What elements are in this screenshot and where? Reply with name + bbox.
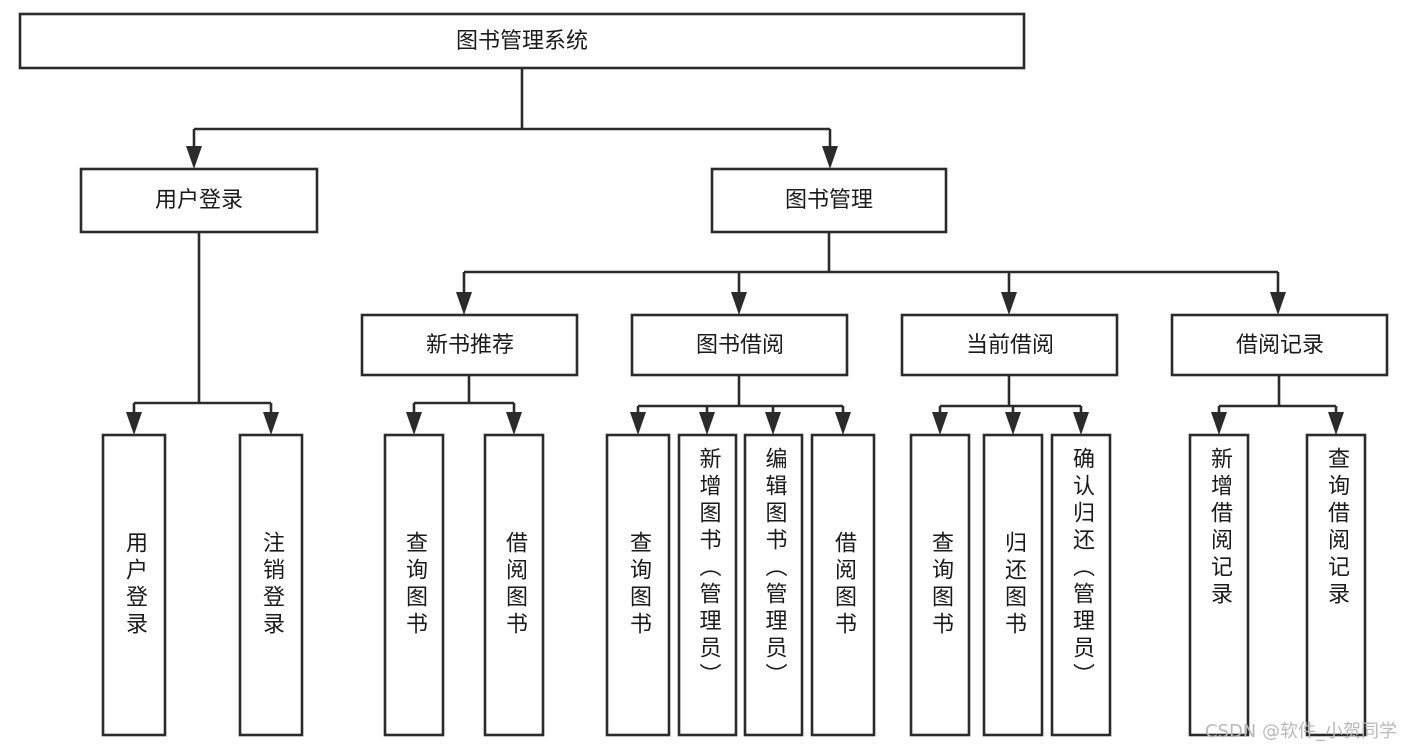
node-label-user-login: 用户登录 — [155, 188, 243, 213]
arrowhead-icon — [822, 146, 838, 169]
arrowhead-icon — [456, 292, 472, 315]
arrowhead-icon — [1328, 412, 1344, 435]
leaf-node[interactable] — [677, 433, 738, 737]
leaf-node[interactable] — [743, 433, 804, 737]
watermark-text: CSDN @软件_小贺同学 — [1204, 721, 1397, 742]
leaf-node[interactable] — [909, 433, 971, 737]
arrowhead-icon — [263, 412, 279, 435]
arrowhead-icon — [406, 412, 422, 435]
node-label-current-borrow: 当前借阅 — [966, 333, 1054, 358]
node-book-borrow[interactable]: 图书借阅 — [630, 313, 849, 377]
node-book-management[interactable]: 图书管理 — [710, 167, 948, 234]
node-label-book-borrow: 图书借阅 — [696, 333, 784, 358]
node-user-login[interactable]: 用户登录 — [79, 167, 319, 234]
node-label-root: 图书管理系统 — [456, 29, 588, 54]
arrowhead-icon — [630, 412, 646, 435]
arrowhead-icon — [1001, 292, 1017, 315]
leaf-rect-layer — [101, 433, 1367, 737]
arrowhead-icon — [765, 412, 781, 435]
node-current-borrow[interactable]: 当前借阅 — [900, 313, 1119, 377]
leaf-node[interactable] — [605, 433, 671, 737]
leaf-node[interactable] — [101, 433, 167, 737]
node-label-new-book-recommend: 新书推荐 — [426, 333, 514, 358]
leaf-node[interactable] — [1305, 433, 1367, 737]
arrowhead-icon — [731, 292, 747, 315]
leaf-node[interactable] — [483, 433, 545, 737]
leaf-node[interactable] — [1050, 433, 1112, 737]
node-new-book-recommend[interactable]: 新书推荐 — [360, 313, 579, 377]
arrowhead-layer — [126, 146, 1344, 435]
arrowhead-icon — [835, 412, 851, 435]
leaf-node[interactable] — [383, 433, 445, 737]
leaf-node[interactable] — [238, 433, 304, 737]
leaf-node[interactable] — [810, 433, 876, 737]
arrowhead-icon — [1211, 412, 1227, 435]
arrowhead-icon — [126, 412, 142, 435]
arrowhead-icon — [932, 412, 948, 435]
leaf-node[interactable] — [1188, 433, 1250, 737]
node-label-borrow-record: 借阅记录 — [1236, 333, 1324, 358]
arrowhead-icon — [1073, 412, 1089, 435]
node-borrow-record[interactable]: 借阅记录 — [1170, 313, 1389, 377]
leaf-node[interactable] — [982, 433, 1044, 737]
arrowhead-icon — [186, 146, 202, 169]
node-label-book-management: 图书管理 — [785, 188, 873, 213]
arrowhead-icon — [1005, 412, 1021, 435]
arrowhead-icon — [1270, 292, 1286, 315]
node-root-book-management-system[interactable]: 图书管理系统 — [18, 12, 1026, 70]
arrowhead-icon — [506, 412, 522, 435]
arrowhead-icon — [699, 412, 715, 435]
